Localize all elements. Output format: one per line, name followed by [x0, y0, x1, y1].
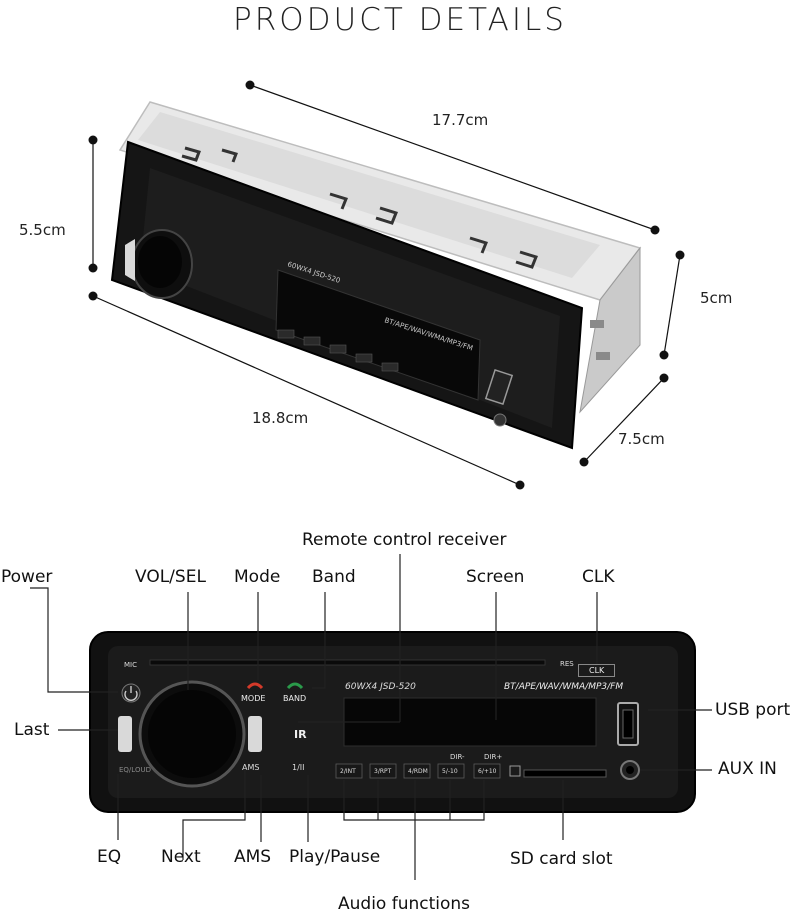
preset-6-button[interactable]: 6/+10 [478, 768, 497, 775]
label-eq: EQ [97, 847, 122, 867]
label-screen: Screen [466, 567, 525, 587]
preset-2-button[interactable]: 2/INT [340, 768, 356, 775]
dir-minus-label: DIR- [450, 753, 465, 761]
label-band: Band [312, 567, 356, 587]
res-label: RES [560, 660, 574, 668]
play-button[interactable]: 1/II [292, 763, 305, 772]
label-power: Power [1, 567, 53, 587]
mic-label: MIC [124, 661, 137, 669]
mode-button[interactable]: MODE [241, 694, 266, 703]
formats-label: BT/APE/WAV/WMA/MP3/FM [504, 682, 624, 692]
label-remote-receiver: Remote control receiver [302, 530, 507, 550]
dim-height-left: 5.5cm [19, 221, 66, 239]
clk-button[interactable]: CLK [578, 664, 616, 677]
model-label: 60WX4 JSD-520 [345, 682, 416, 692]
dim-length-bottom: 18.8cm [252, 409, 309, 427]
label-sd-card-slot: SD card slot [510, 849, 613, 869]
dim-depth: 7.5cm [618, 430, 665, 448]
label-usb-port: USB port [715, 700, 791, 720]
preset-3-button[interactable]: 3/RPT [374, 768, 392, 775]
label-aux-in: AUX IN [718, 759, 777, 779]
label-mode: Mode [234, 567, 281, 587]
preset-5-button[interactable]: 5/-10 [442, 768, 458, 775]
label-audio-functions: Audio functions [338, 894, 471, 914]
ams-button[interactable]: AMS [242, 763, 260, 772]
label-next: Next [161, 847, 201, 867]
band-button[interactable]: BAND [283, 694, 307, 703]
page-title: PRODUCT DETAILS [233, 2, 567, 38]
label-play-pause: Play/Pause [289, 847, 381, 867]
label-last: Last [14, 720, 50, 740]
label-ams: AMS [234, 847, 272, 867]
label-vol-sel: VOL/SEL [135, 567, 206, 587]
eq-button[interactable]: EQ/LOUD [119, 766, 151, 774]
label-clk: CLK [582, 567, 615, 587]
dim-height-right: 5cm [700, 289, 733, 307]
ir-receiver: IR [294, 728, 307, 741]
dim-length-top: 17.7cm [432, 111, 489, 129]
preset-4-button[interactable]: 4/RDM [408, 768, 428, 775]
dir-plus-label: DIR+ [484, 753, 503, 761]
